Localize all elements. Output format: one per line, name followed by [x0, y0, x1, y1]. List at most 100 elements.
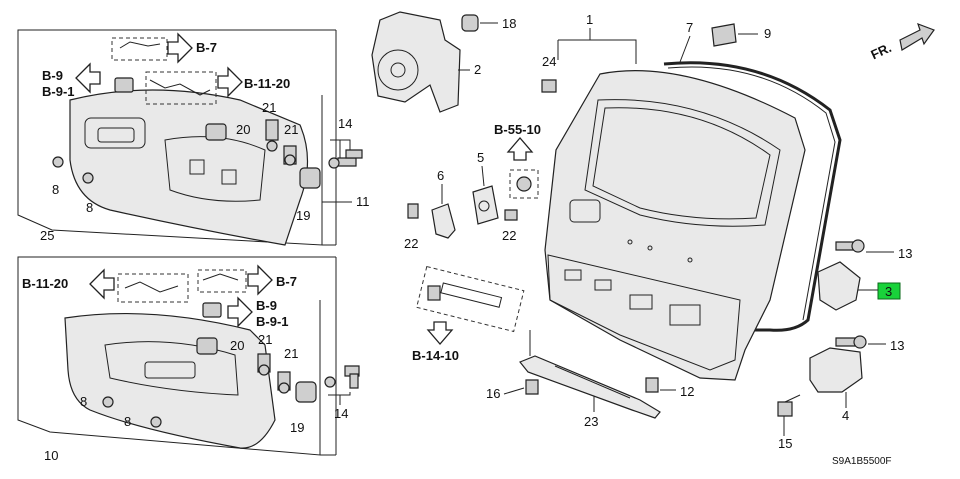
callout-3-highlight [877, 282, 901, 300]
front-direction-arrow-icon [899, 22, 935, 51]
callout-21-bottom-b: 21 [284, 346, 298, 361]
bumper-stop-part [711, 23, 737, 47]
callout-21-bottom-a: 21 [258, 332, 272, 347]
ref-b5510[interactable]: B-55-10 [494, 122, 541, 137]
callout-22-b: 22 [502, 228, 516, 243]
callout-3[interactable]: 3 [885, 284, 892, 299]
bolt-part-12 [645, 377, 659, 393]
bolt-part-22b [504, 209, 518, 221]
callout-2: 2 [474, 62, 481, 77]
callout-6: 6 [437, 168, 444, 183]
bolt-part-24 [541, 79, 557, 93]
front-indicator: FR. [868, 40, 893, 62]
ref-arrow-up-icon [506, 137, 534, 161]
latch-group: 5 6 22 22 B-55-10 [404, 122, 541, 251]
ref-b91-top[interactable]: B-9-1 [42, 84, 75, 99]
trim-part-outline [416, 265, 525, 333]
ref-arrow-right-icon-2 [217, 66, 243, 98]
ref-arrow-right-icon-lower-2 [227, 296, 253, 328]
strut-group: B-14-10 16 12 23 [412, 265, 694, 429]
callout-8-top-b: 8 [86, 200, 93, 215]
callout-22-a: 22 [404, 236, 418, 251]
rear-garnish-part [69, 89, 309, 246]
bulb-part [265, 119, 279, 141]
callout-12: 12 [680, 384, 694, 399]
callout-15: 15 [778, 436, 792, 451]
striker-part [472, 185, 499, 225]
callout-23: 23 [584, 414, 598, 429]
callout-13-a: 13 [898, 246, 912, 261]
clip-part-lower [102, 396, 114, 408]
callout-11: 11 [356, 194, 370, 209]
tailgate-part [544, 70, 806, 381]
tailgate-group: 1 7 24 9 FR. [541, 12, 935, 381]
callout-24: 24 [542, 54, 556, 69]
callout-25: 25 [40, 228, 54, 243]
ref-b91-bottom[interactable]: B-9-1 [256, 314, 289, 329]
callout-21-top-a: 21 [262, 100, 276, 115]
bracket-part-lower [295, 381, 317, 403]
callout-14-bottom: 14 [334, 406, 348, 421]
harness-top-part [119, 41, 161, 49]
gas-strut-part [519, 355, 661, 419]
ref-b7-top[interactable]: B-7 [196, 40, 217, 55]
hinge-part-4 [809, 347, 863, 393]
callout-7: 7 [686, 20, 693, 35]
connector-part-lower [202, 302, 222, 318]
ref-b9-bottom[interactable]: B-9 [256, 298, 277, 313]
callout-19-bottom: 19 [290, 420, 304, 435]
diagram-code: S9A1B5500F [832, 456, 892, 467]
bolt-part-22a [407, 203, 419, 219]
callout-1: 1 [586, 12, 593, 27]
ref-b7-bottom[interactable]: B-7 [276, 274, 297, 289]
hinge-cover-part [431, 203, 456, 239]
ref-b1120-top[interactable]: B-11-20 [244, 76, 290, 91]
clip-part [52, 156, 64, 168]
ref-b1410[interactable]: B-14-10 [412, 348, 459, 363]
socket-part [205, 123, 227, 141]
callout-16: 16 [486, 386, 500, 401]
ref-arrow-left-icon-lower [89, 268, 115, 300]
callout-13-b: 13 [890, 338, 904, 353]
screw-part-lower [324, 365, 360, 389]
clip-part-lower-2 [150, 416, 162, 428]
bracket-part [299, 167, 321, 189]
callout-21-top-b: 21 [284, 122, 298, 137]
ref-b1120-bottom[interactable]: B-11-20 [22, 276, 68, 291]
callout-4: 4 [842, 408, 849, 423]
weatherstrip-part [663, 61, 842, 332]
ref-b9-top[interactable]: B-9 [42, 68, 63, 83]
callout-8-bottom-a: 8 [80, 394, 87, 409]
bolt-part-13b [835, 337, 857, 347]
harness-mid-part [149, 79, 211, 96]
bolt-part-15 [777, 401, 793, 417]
ref-arrow-down-icon [426, 321, 454, 345]
ref-arrow-left-icon [75, 62, 101, 94]
ref-arrow-right-icon-lower [247, 264, 273, 296]
callout-20-bottom: 20 [230, 338, 244, 353]
hinge-part-3 [817, 261, 861, 311]
callout-5: 5 [477, 150, 484, 165]
hinge-bracket-group: 2 18 [371, 11, 516, 113]
hinge-right-group: 13 3 13 4 15 [777, 239, 912, 451]
socket-part-lower [196, 337, 218, 355]
callout-10: 10 [44, 448, 58, 463]
callout-20-top: 20 [236, 122, 250, 137]
ref-arrow-right-icon [167, 32, 193, 64]
lower-garnish-part [64, 312, 276, 449]
callout-14-top: 14 [338, 116, 352, 131]
callout-8-bottom-b: 8 [124, 414, 131, 429]
lower-garnish-group: B-11-20 B-7 B-9 B-9-1 20 21 21 8 8 14 19… [17, 256, 360, 463]
bolt-part-16 [525, 379, 539, 395]
connector-part [114, 77, 134, 93]
screw-part [328, 149, 363, 169]
upper-garnish-group: B-7 B-9 B-9-1 B-11-20 20 21 21 14 8 8 19… [17, 29, 370, 246]
callout-19-top: 19 [296, 208, 310, 223]
callout-9: 9 [764, 26, 771, 41]
clip-part-2 [82, 172, 94, 184]
callout-18: 18 [502, 16, 516, 31]
callout-8-top-a: 8 [52, 182, 59, 197]
grommet-part [461, 14, 479, 32]
cap-part-outline [509, 169, 539, 199]
